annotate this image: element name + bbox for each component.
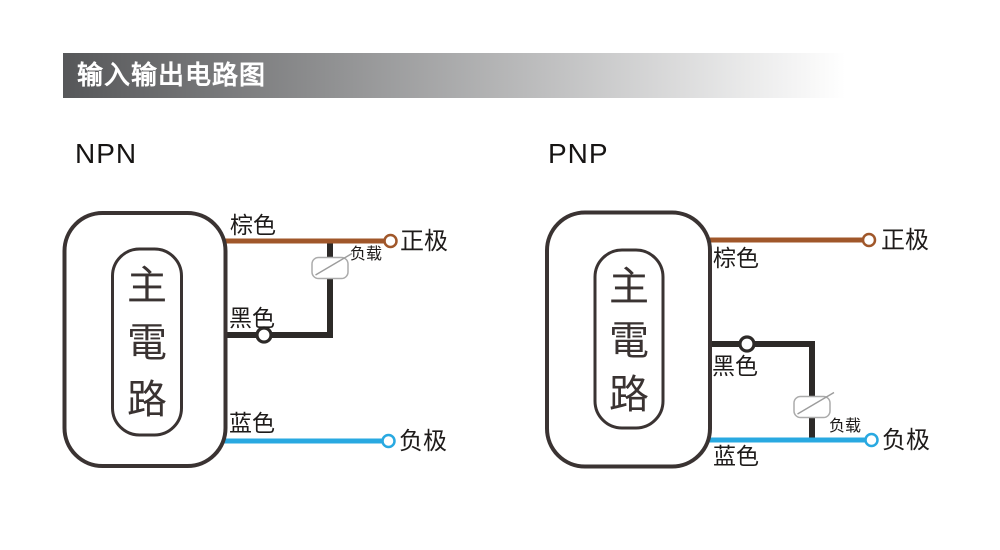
section-title-bar: 输入输出电路图	[63, 53, 878, 98]
npn-black-wire-label: 黑色	[229, 305, 275, 331]
npn-negative-terminal	[381, 433, 396, 449]
pnp-heading: PNP	[548, 138, 609, 169]
npn-blue-wire-label: 蓝色	[229, 410, 275, 436]
pnp-load-label: 负载	[829, 417, 861, 435]
pnp-negative-terminal	[864, 432, 879, 448]
pnp-load-symbol	[793, 395, 831, 419]
pnp-brown-wire-label: 棕色	[713, 245, 759, 271]
section-title: 输入输出电路图	[77, 60, 267, 90]
npn-brown-wire-label: 棕色	[230, 212, 276, 238]
pnp-diagram: 主 電 路 棕色 黑色 蓝色 负载 正极 负极	[545, 210, 930, 469]
npn-box-char-1: 主	[127, 264, 167, 308]
pnp-blue-wire-label: 蓝色	[713, 443, 759, 469]
pnp-negative-label: 负极	[882, 427, 930, 454]
npn-negative-label: 负极	[399, 428, 447, 455]
pnp-load-slash	[797, 391, 835, 415]
npn-load-slash	[315, 252, 353, 276]
npn-black-wire-junction	[255, 326, 273, 344]
pnp-positive-label: 正极	[881, 227, 929, 254]
npn-heading: NPN	[75, 138, 138, 169]
npn-diagram: 主 電 路 棕色 黑色 蓝色 负载 正极 负极	[62, 211, 448, 468]
npn-box-char-3: 路	[127, 378, 167, 422]
pnp-main-circuit-inner-box	[593, 248, 665, 430]
pnp-positive-terminal	[861, 232, 877, 248]
npn-positive-label: 正极	[400, 228, 448, 255]
pnp-box-char-2: 電	[609, 319, 649, 363]
pnp-box-char-1: 主	[609, 265, 649, 309]
pnp-black-wire-label: 黑色	[712, 353, 758, 379]
pnp-black-wire-junction	[738, 335, 756, 353]
npn-positive-terminal	[383, 233, 398, 249]
npn-box-char-2: 電	[127, 321, 167, 365]
npn-main-circuit-inner-box	[111, 247, 183, 437]
pnp-box-char-3: 路	[609, 373, 649, 417]
npn-load-label: 负载	[350, 245, 382, 263]
npn-load-symbol	[311, 256, 349, 280]
